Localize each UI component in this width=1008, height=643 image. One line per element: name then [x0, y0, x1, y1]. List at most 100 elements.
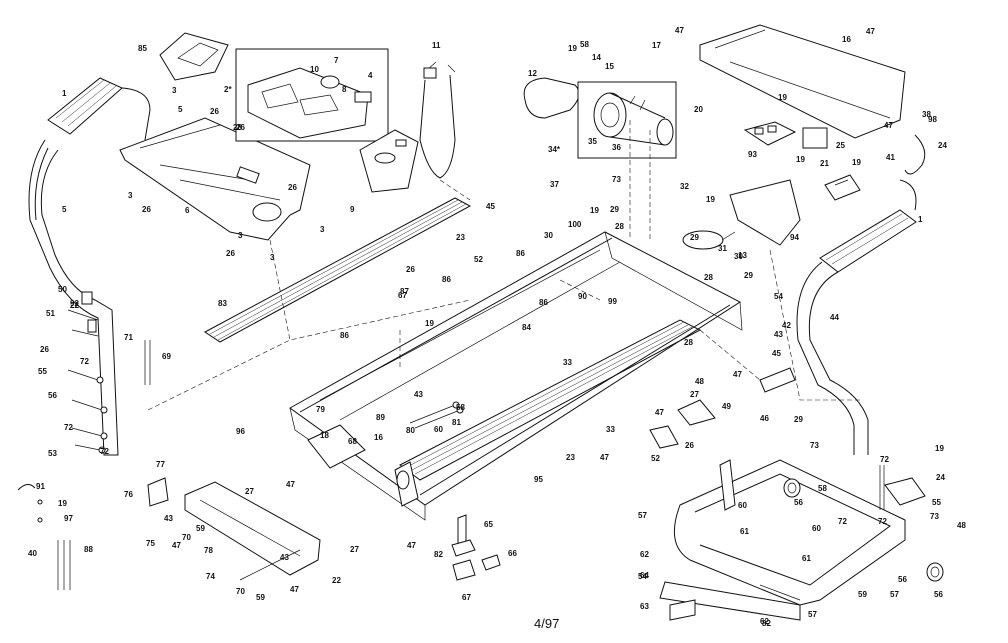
callout-label: 62 [760, 617, 769, 626]
callout-label: 72 [878, 517, 887, 526]
callout-label: 26 [226, 249, 235, 258]
callout-label: 47 [675, 26, 684, 35]
callout-label: 27 [690, 390, 699, 399]
console-inset-box [235, 48, 389, 142]
callout-label: 66 [508, 549, 517, 558]
callout-label: 47 [655, 408, 664, 417]
callout-label: 26 [406, 265, 415, 274]
callout-label: 48 [957, 521, 966, 530]
callout-label: 34* [548, 145, 561, 154]
callout-label: 86 [442, 275, 451, 284]
callout-label: 43 [414, 390, 423, 399]
callout-labels: 112*333334556789101112131415161617181919… [28, 26, 966, 628]
callout-label: 65 [484, 520, 493, 529]
callout-label: 47 [884, 121, 893, 130]
callout-label: 54 [638, 572, 647, 581]
plate-25 [802, 127, 828, 149]
callout-label: 93 [748, 150, 757, 159]
callout-label: 27 [350, 545, 359, 554]
callout-label: 9 [350, 205, 355, 214]
callout-label: 35 [588, 137, 597, 146]
callout-label: 20 [694, 105, 703, 114]
callout-label: 22 [332, 576, 341, 585]
callout-label: 28 [233, 123, 242, 132]
end-cap-68 [307, 424, 366, 469]
incline-frame [659, 459, 906, 621]
callout-label: 96 [236, 427, 245, 436]
callout-label: 26 [210, 107, 219, 116]
callout-label: 10 [310, 65, 319, 74]
callout-label: 4 [368, 71, 373, 80]
callout-label: 19 [590, 206, 599, 215]
callout-label: 29 [794, 415, 803, 424]
callout-label: 41 [886, 153, 895, 162]
callout-label: 81 [452, 418, 461, 427]
callout-label: 59 [196, 524, 205, 533]
callout-label: 1 [62, 89, 67, 98]
callout-label: 8 [342, 85, 347, 94]
callout-label: 87 [400, 287, 409, 296]
callout-label: 55 [932, 498, 941, 507]
callout-label: 30 [544, 231, 553, 240]
callout-label: 71 [124, 333, 133, 342]
callout-label: 100 [568, 220, 582, 229]
housing-9 [359, 129, 419, 193]
callout-label: 50 [58, 285, 67, 294]
callout-label: 40 [28, 549, 37, 558]
callout-label: 62 [640, 550, 649, 559]
callout-label: 19 [852, 158, 861, 167]
callout-label: 43 [280, 553, 289, 562]
callout-label: 5 [62, 205, 67, 214]
callout-label: 56 [898, 575, 907, 584]
callout-label: 21 [820, 159, 829, 168]
callout-label: 19 [706, 195, 715, 204]
callout-label: 98 [928, 115, 937, 124]
callout-label: 19 [796, 155, 805, 164]
callout-label: 58 [456, 403, 465, 412]
callout-label: 37 [550, 180, 559, 189]
callout-label: 7 [334, 56, 339, 65]
callout-label: 77 [156, 460, 165, 469]
callout-label: 24 [938, 141, 947, 150]
callout-label: 3 [238, 231, 243, 240]
center-bolts [409, 401, 464, 429]
callout-label: 91 [36, 482, 45, 491]
motor-mount-94 [729, 179, 801, 246]
callout-label: 72 [880, 455, 889, 464]
callout-label: 86 [516, 249, 525, 258]
callout-label: 45 [772, 349, 781, 358]
callout-label: 19 [425, 319, 434, 328]
callout-label: 73 [930, 512, 939, 521]
callout-label: 47 [600, 453, 609, 462]
callout-label: 33 [563, 358, 572, 367]
callout-label: 99 [608, 297, 617, 306]
callout-label: 32 [680, 182, 689, 191]
callout-label: 88 [84, 545, 93, 554]
right-handrail [819, 179, 917, 273]
rear-frame-78 [184, 481, 321, 581]
lower-left-parts [17, 477, 169, 590]
callout-label: 22 [70, 301, 79, 310]
callout-label: 80 [406, 426, 415, 435]
callout-label: 82 [762, 619, 771, 628]
callout-label: 44 [830, 313, 839, 322]
side-rail-83 [204, 197, 472, 343]
callout-label: 67 [462, 593, 471, 602]
callout-label: 73 [612, 175, 621, 184]
callout-label: 49 [722, 402, 731, 411]
callout-label: 79 [316, 405, 325, 414]
callout-label: 68 [348, 437, 357, 446]
callout-label: 26 [142, 205, 151, 214]
callout-label: 72 [64, 423, 73, 432]
callout-label: 72 [100, 447, 109, 456]
callout-label: 56 [934, 590, 943, 599]
right-upright [796, 261, 869, 455]
callout-label: 17 [652, 41, 661, 50]
callout-label: 5 [178, 105, 183, 114]
callout-label: 53 [48, 449, 57, 458]
callout-label: 86 [539, 298, 548, 307]
callout-label: 30 [734, 252, 743, 261]
callout-label: 63 [640, 602, 649, 611]
callout-label: 84 [522, 323, 531, 332]
callout-label: 47 [733, 370, 742, 379]
